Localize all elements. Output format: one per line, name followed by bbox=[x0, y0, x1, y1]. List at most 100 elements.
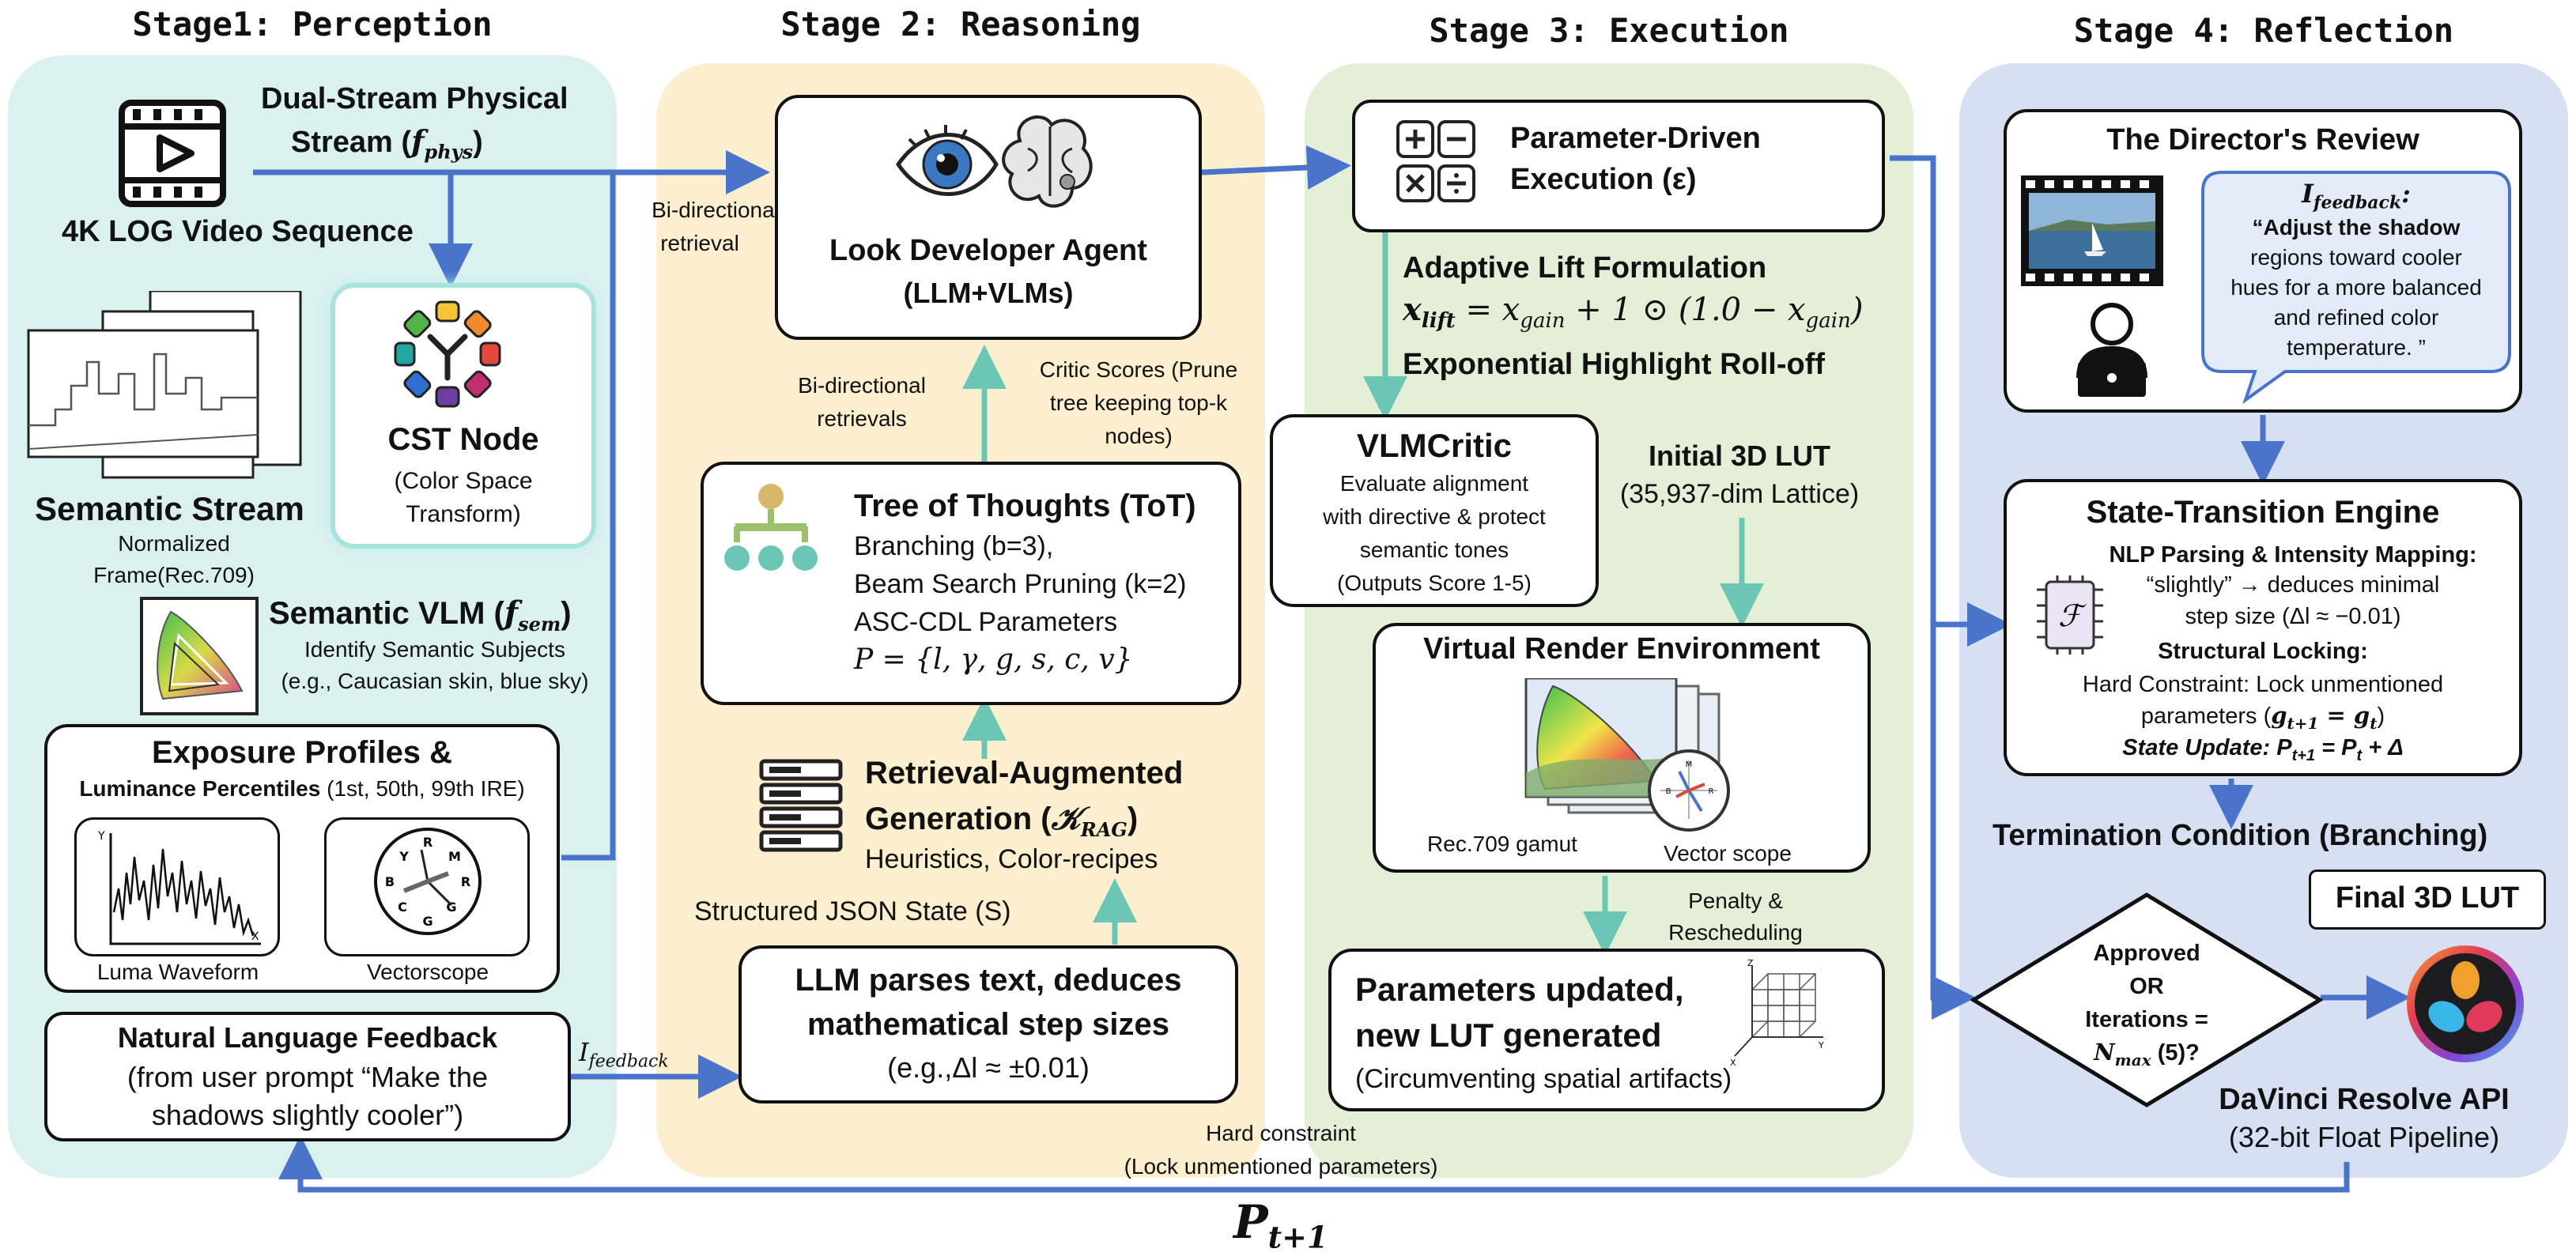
next-parameters-label: Pt+1 bbox=[1233, 1195, 1328, 1255]
bubble-line2: regions toward cooler bbox=[2250, 245, 2462, 270]
rag-title1: Retrieval-Augmented bbox=[865, 756, 1184, 790]
svg-text:X: X bbox=[251, 930, 259, 943]
natural-language-feedback-box bbox=[44, 1012, 571, 1141]
video-sequence-label: 4K LOG Video Sequence bbox=[62, 215, 414, 248]
bidirectional-retrieval-label2: retrieval bbox=[660, 231, 739, 255]
stage3-title: Stage 3: Execution bbox=[1429, 11, 1789, 50]
vectorscope-label: Vectorscope bbox=[366, 960, 489, 984]
penalty-label1: Penalty & bbox=[1688, 888, 1783, 913]
bidirectional-retrievals-label1: Bi-directional bbox=[798, 373, 926, 398]
vre-title: Virtual Render Environment bbox=[1423, 632, 1820, 666]
davinci-api-label: DaVinci Resolve API bbox=[2219, 1083, 2510, 1116]
arrow-agent-to-execution bbox=[1201, 145, 1351, 190]
user-laptop-icon bbox=[2076, 303, 2147, 397]
bubble-line4: and refined color bbox=[2273, 305, 2439, 330]
nlf-desc1: (from user prompt “Make the bbox=[127, 1061, 489, 1093]
decision-diamond bbox=[1970, 892, 2323, 1107]
parameters-updated-box bbox=[1328, 949, 1885, 1111]
bubble-line1: “Adjust the shadow bbox=[2252, 215, 2461, 240]
cst-node-sub2: Transform) bbox=[406, 501, 521, 527]
semantic-vlm-title: Semantic VLM (fsem) bbox=[269, 594, 572, 636]
tot-parameter-set: P = {l, γ, g, s, c, v} bbox=[854, 643, 1133, 676]
penalty-label2: Rescheduling bbox=[1668, 920, 1803, 945]
llm-line3: (e.g.,Δl ≈ ±0.01) bbox=[887, 1051, 1090, 1084]
agent-title: Look Developer Agent bbox=[829, 234, 1147, 267]
tree-of-thoughts-box bbox=[701, 462, 1241, 705]
nlf-title: Natural Language Feedback bbox=[117, 1021, 498, 1054]
dual-stream-label-line2: Stream (fphys) bbox=[291, 123, 483, 164]
semantic-vlm-desc2: (e.g., Caucasian skin, blue sky) bbox=[281, 669, 589, 693]
arrow-execution-to-reflection bbox=[1890, 155, 1976, 1020]
critic-scores-label1: Critic Scores (Prune bbox=[1039, 357, 1238, 382]
svg-text:C: C bbox=[398, 900, 407, 915]
bidirectional-retrieval-label1: Bi-directional bbox=[652, 198, 780, 222]
lut-cube-icon: ZYX bbox=[1730, 958, 1824, 1068]
nlp-line2: step size (Δl ≈ −0.01) bbox=[2185, 604, 2401, 629]
tree-hierarchy-icon bbox=[724, 484, 818, 571]
tot-line3: ASC-CDL Parameters bbox=[854, 607, 1118, 637]
svg-text:Y: Y bbox=[398, 849, 409, 864]
luma-waveform-label: Luma Waveform bbox=[96, 960, 259, 984]
nlf-desc2: shadows slightly cooler”) bbox=[151, 1099, 464, 1131]
skyline-frames-image bbox=[27, 291, 302, 479]
davinci-resolve-logo bbox=[2407, 945, 2524, 1062]
stage1-title: Stage1: Perception bbox=[132, 5, 493, 43]
bubble-ifeedback: Ifeedback: bbox=[2302, 179, 2411, 213]
svg-text:M: M bbox=[1686, 760, 1693, 769]
hard-constraint-label1: Hard constraint bbox=[1206, 1121, 1356, 1145]
final-lut-box bbox=[2309, 870, 2546, 930]
arrow-feedback-loop bbox=[278, 1135, 2350, 1193]
svg-text:Y: Y bbox=[97, 830, 105, 843]
lock-line1: Hard Constraint: Lock unmentioned bbox=[2082, 672, 2444, 697]
svg-text:B: B bbox=[385, 874, 395, 889]
ste-title: State-Transition Engine bbox=[2086, 495, 2440, 530]
server-stack-icon bbox=[759, 759, 843, 852]
pde-title2: Execution (ε) bbox=[1510, 163, 1697, 196]
tot-line1: Branching (b=3), bbox=[854, 531, 1054, 561]
json-state-label: Structured JSON State (S) bbox=[694, 896, 1011, 926]
rag-description: Heuristics, Color-recipes bbox=[865, 844, 1158, 874]
tot-line2: Beam Search Pruning (k=2) bbox=[854, 569, 1187, 599]
rag-title2: Generation (𝒦RAG) bbox=[865, 800, 1139, 841]
stage2-title: Stage 2: Reasoning bbox=[780, 5, 1141, 43]
critic-scores-label3: nodes) bbox=[1105, 424, 1173, 448]
ifeedback-label: Ifeedback bbox=[579, 1037, 669, 1072]
svg-text:Y: Y bbox=[1818, 1040, 1824, 1051]
initial-lut-subtitle: (35,937-dim Lattice) bbox=[1619, 479, 1860, 509]
svg-text:G: G bbox=[422, 914, 432, 929]
cst-node-title: CST Node bbox=[387, 422, 539, 457]
params-line1: Parameters updated, bbox=[1355, 971, 1684, 1008]
semantic-vlm-desc1: Identify Semantic Subjects bbox=[304, 637, 565, 662]
gamut-vectorscope-image: MRB bbox=[1524, 678, 1730, 832]
termination-condition-label: Termination Condition (Branching) bbox=[1992, 819, 2488, 852]
stage4-title: Stage 4: Reflection bbox=[2073, 11, 2454, 50]
speech-bubble bbox=[2201, 171, 2511, 405]
film-strip-image bbox=[2021, 175, 2163, 286]
svg-text:R: R bbox=[461, 874, 470, 889]
semantic-stream-label: Semantic Stream bbox=[35, 490, 304, 527]
vlmcritic-desc4: (Outputs Score 1-5) bbox=[1337, 571, 1532, 595]
exposure-title: Exposure Profiles & bbox=[151, 735, 453, 770]
calculator-icon bbox=[1396, 120, 1475, 202]
arrow-exposure-to-agent bbox=[561, 172, 616, 861]
luma-waveform-graph: Y X bbox=[97, 830, 261, 945]
exposure-subtitle: Luminance Percentiles (1st, 50th, 99th I… bbox=[79, 776, 525, 801]
highlight-rolloff-label: Exponential Highlight Roll-off bbox=[1403, 348, 1826, 381]
lock-line2: parameters (gt+1 = gt) bbox=[2140, 702, 2385, 733]
vlmcritic-title: VLMCritic bbox=[1356, 427, 1512, 464]
normalized-label1: Normalized bbox=[118, 531, 230, 556]
vlmcritic-desc3: semantic tones bbox=[1359, 538, 1509, 562]
svg-text:M: M bbox=[448, 849, 461, 864]
svg-text:X: X bbox=[1730, 1058, 1736, 1068]
final-lut-label: Final 3D LUT bbox=[2335, 881, 2520, 915]
llm-line1: LLM parses text, deduces bbox=[795, 963, 1182, 998]
vlmcritic-desc2: with directive & protect bbox=[1323, 504, 1546, 529]
gamut-icon bbox=[140, 597, 259, 715]
bubble-line3: hues for a more balanced bbox=[2230, 275, 2482, 300]
vlmcritic-desc1: Evaluate alignment bbox=[1339, 471, 1529, 496]
vector-scope-label: Vector scope bbox=[1664, 841, 1792, 866]
agent-subtitle: (LLM+VLMs) bbox=[903, 277, 1074, 309]
normalized-label2: Frame(Rec.709) bbox=[93, 563, 255, 587]
